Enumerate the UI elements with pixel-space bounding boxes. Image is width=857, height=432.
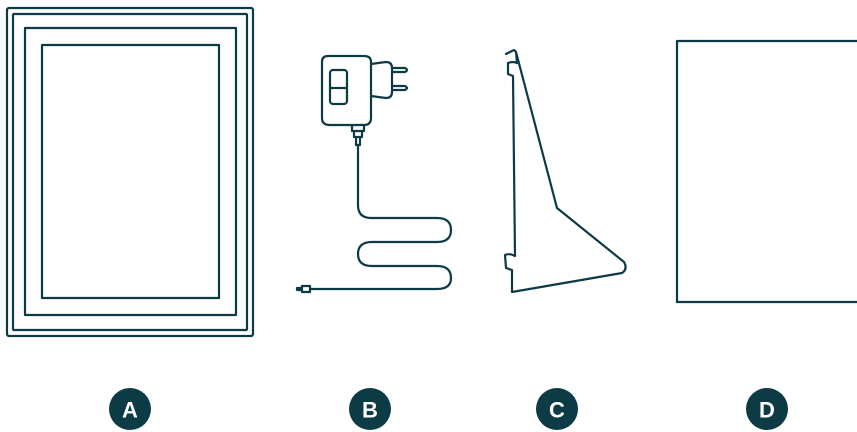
badge-b-label: B (362, 398, 378, 423)
adapter-body (320, 54, 373, 127)
badge-c-circle (536, 388, 578, 430)
adapter-strain-relief (350, 123, 366, 147)
stand-outline (503, 48, 627, 294)
adapter-connector (295, 284, 312, 294)
badge-d: D (746, 388, 788, 430)
badge-c: C (536, 388, 578, 430)
badge-b: B (349, 388, 391, 430)
stand-illustration (503, 48, 627, 294)
badge-c-label: C (549, 398, 565, 423)
badge-a-circle (109, 388, 151, 430)
power-adapter-illustration (295, 54, 453, 294)
badge-d-circle (746, 388, 788, 430)
adapter-prong-top (390, 66, 409, 74)
adapter-cable (308, 143, 453, 291)
badge-a-label: A (122, 398, 138, 423)
frame-display-area (40, 43, 221, 300)
photo-frame-illustration (5, 6, 255, 338)
adapter-prong-bottom (390, 84, 409, 92)
badge-a: A (109, 388, 151, 430)
frame-mat-border (23, 26, 238, 317)
paper-sheet-outline (675, 39, 857, 304)
badge-d-label: D (759, 398, 775, 423)
frame-outer-border (5, 6, 255, 338)
adapter-plug-head (369, 60, 394, 100)
paper-sheet-illustration (675, 39, 857, 304)
frame-inner-border (11, 12, 249, 332)
badge-b-circle (349, 388, 391, 430)
